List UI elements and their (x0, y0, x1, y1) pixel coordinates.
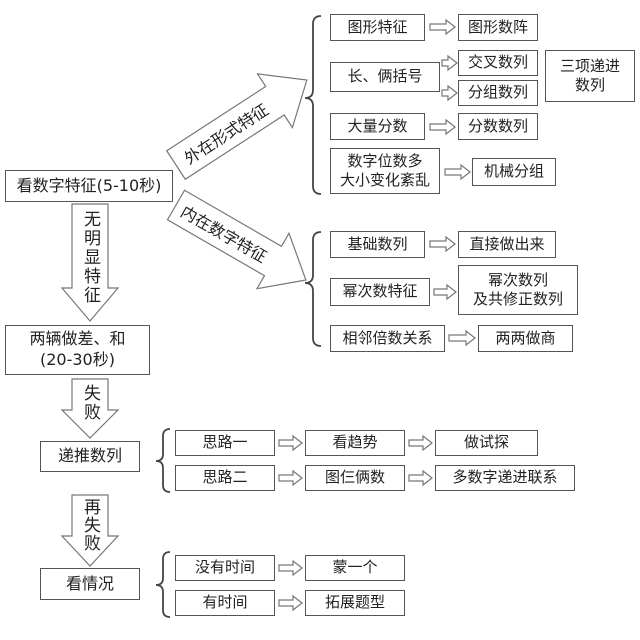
no-time-action-label: 蒙一个 (332, 558, 378, 577)
ext-digits-feature-line2: 大小变化紊乱 (339, 171, 430, 189)
ext-fractions-feature-label: 大量分数 (347, 116, 408, 135)
fail-again-label: 再失败 (80, 498, 100, 552)
idea2-name: 思路二 (175, 465, 275, 491)
arrow-idea1-step (278, 434, 303, 452)
ext-graphic-feature-label: 图形特征 (347, 17, 408, 36)
idea1-name-label: 思路一 (202, 433, 248, 452)
internal-branch-arrow-shape (166, 189, 307, 290)
diff-sum-box: 两辆做差、和 (20-30秒) (5, 325, 150, 375)
int-multiple-feature-label: 相邻倍数关系 (342, 328, 433, 347)
situation-box: 看情况 (40, 568, 140, 600)
ext-graphic-result-label: 图形数阵 (467, 17, 528, 36)
no-time-name: 没有时间 (175, 555, 275, 581)
int-power-feature: 幂次数特征 (330, 278, 430, 306)
arrow-multiple (448, 329, 476, 347)
idea1-action: 做试探 (435, 430, 538, 456)
ext-cross-result-label: 交叉数列 (467, 53, 528, 72)
has-time-action: 拓展题型 (305, 590, 405, 616)
no-feature-label: 无明显特征 (80, 210, 100, 305)
diff-sum-line1: 两辆做差、和 (29, 329, 126, 349)
situation-label: 看情况 (65, 573, 114, 593)
external-branch-arrow: 外在形式特征 (159, 53, 325, 192)
ext-graphic-feature: 图形特征 (330, 14, 425, 41)
arrow-fractions (429, 118, 456, 136)
external-branch-arrow-shape (165, 73, 308, 181)
idea2-name-label: 思路二 (202, 468, 248, 487)
ext-fractions-feature: 大量分数 (330, 113, 425, 140)
int-basic-result-label: 直接做出来 (469, 234, 545, 253)
ext-digits-result: 机械分组 (472, 158, 556, 186)
situation-brace (155, 551, 171, 618)
idea2-action: 多数字递进联系 (435, 465, 575, 491)
no-time-action: 蒙一个 (305, 555, 405, 581)
ext-brackets-feature: 长、俩括号 (330, 62, 440, 92)
int-power-feature-label: 幂次数特征 (342, 282, 418, 301)
int-power-result-line1: 幂次数列 (487, 270, 548, 289)
internal-branch-arrow: 内在数字特征 (160, 177, 322, 307)
idea2-action-label: 多数字递进联系 (452, 468, 558, 487)
ext-brackets-feature-label: 长、俩括号 (347, 67, 423, 86)
ext-combined-result-line1: 三项递进 (559, 56, 620, 75)
has-time-action-label: 拓展题型 (324, 593, 385, 612)
arrow-idea2-step (278, 469, 303, 487)
idea1-name: 思路一 (175, 430, 275, 456)
recursive-label: 递推数列 (57, 446, 122, 466)
arrow-digits (444, 163, 471, 181)
ext-digits-result-label: 机械分组 (483, 162, 544, 181)
idea1-step-label: 看趋势 (332, 433, 378, 452)
arrow-has-time (278, 594, 303, 612)
arrow-idea1-action (408, 434, 433, 452)
ext-group-result-label: 分组数列 (467, 83, 528, 102)
int-multiple-result: 两两做商 (478, 325, 573, 352)
has-time-name: 有时间 (175, 590, 275, 616)
has-time-name-label: 有时间 (202, 593, 248, 612)
arrow-idea2-action (408, 469, 433, 487)
ext-combined-result: 三项递进 数列 (545, 50, 635, 102)
int-multiple-result-label: 两两做商 (495, 328, 556, 347)
external-brace (304, 15, 322, 195)
idea1-step: 看趋势 (305, 430, 405, 456)
idea2-step: 图仨俩数 (305, 465, 405, 491)
start-box: 看数字特征(5-10秒) (5, 170, 173, 202)
ext-group-result: 分组数列 (458, 80, 538, 106)
external-branch-arrow-outline (165, 73, 308, 181)
down-arrow-fail (60, 378, 120, 439)
int-power-result-line2: 及共修正数列 (472, 290, 563, 308)
int-basic-result: 直接做出来 (458, 231, 556, 258)
int-basic-feature: 基础数列 (330, 231, 425, 258)
internal-branch-arrow-outline (166, 189, 307, 290)
ext-combined-result-line2: 数列 (574, 76, 605, 94)
diff-sum-line2: (20-30秒) (40, 350, 115, 369)
int-basic-feature-label: 基础数列 (347, 234, 408, 253)
down-arrow-fail-again (60, 494, 120, 567)
ext-digits-feature: 数字位数多 大小变化紊乱 (330, 148, 440, 194)
ext-fractions-result: 分数数列 (458, 113, 538, 140)
idea2-step-label: 图仨俩数 (324, 468, 385, 487)
int-multiple-feature: 相邻倍数关系 (330, 325, 445, 352)
fail-label: 失败 (80, 384, 100, 422)
arrow-no-time (278, 559, 303, 577)
int-power-result: 幂次数列 及共修正数列 (458, 265, 578, 315)
arrow-brackets-group (441, 84, 458, 102)
arrow-graphic (429, 18, 456, 36)
ext-fractions-result-label: 分数数列 (467, 116, 528, 135)
idea1-action-label: 做试探 (463, 433, 509, 452)
recursive-box: 递推数列 (40, 441, 140, 472)
ext-digits-feature-line1: 数字位数多 (347, 151, 423, 170)
arrow-power (433, 283, 457, 301)
arrow-brackets-cross (441, 54, 458, 72)
down-arrow-no-feature (60, 203, 120, 322)
no-time-name-label: 没有时间 (194, 558, 255, 577)
start-box-label: 看数字特征(5-10秒) (16, 175, 162, 195)
recursive-brace (155, 428, 171, 493)
internal-brace (304, 231, 322, 347)
arrow-basic (429, 235, 456, 253)
ext-graphic-result: 图形数阵 (458, 14, 538, 41)
ext-cross-result: 交叉数列 (458, 50, 538, 76)
